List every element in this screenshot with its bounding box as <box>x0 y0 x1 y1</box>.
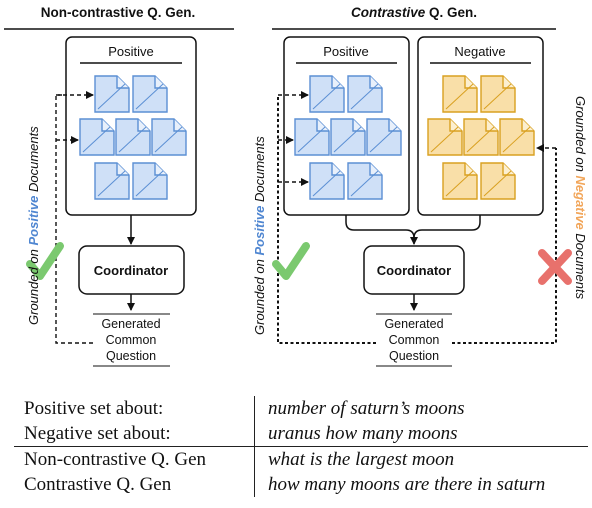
noncontrastive-side-label: Grounded on Positive Documents <box>26 126 41 325</box>
contrastive-negative-grounding-path <box>452 148 557 344</box>
contrastive-coordinator-label: Coordinator <box>377 263 451 278</box>
table-row-key: Negative set about: <box>24 423 171 444</box>
contrastive-output-line: Question <box>389 349 439 363</box>
table-row-key: Positive set about: <box>24 398 164 419</box>
check-mark-icon <box>26 242 64 280</box>
contrastive-output-line: Generated <box>384 317 443 331</box>
table-row: Positive set about: number of saturn’s m… <box>14 396 588 421</box>
example-table: Positive set about: number of saturn’s m… <box>14 396 588 497</box>
diagram-canvas: Non-contrastive Q. Gen. Positive Coordin… <box>4 5 588 367</box>
table-row: Contrastive Q. Gen how many moons are th… <box>14 472 588 497</box>
contrastive-title: Contrastive Q. Gen. <box>351 5 477 20</box>
noncontrastive-output-line: Question <box>106 349 156 363</box>
table-row: Non-contrastive Q. Gen what is the large… <box>14 446 588 472</box>
contrastive-merge-bracket <box>345 215 481 239</box>
contrastive-negative-label: Negative <box>454 44 505 59</box>
table-row-value: how many moons are there in saturn <box>254 472 588 497</box>
contrastive-output-line: Common <box>389 333 440 347</box>
table-row-key: Non-contrastive Q. Gen <box>14 446 255 472</box>
table-row-value: number of saturn’s moons <box>254 396 588 421</box>
table-row-value: what is the largest moon <box>254 446 588 472</box>
contrastive-right-side-label: Grounded on Negative Documents <box>573 96 588 300</box>
table-row-value: uranus how many moons <box>254 421 588 447</box>
table-row-key: Contrastive Q. Gen <box>24 474 172 495</box>
contrastive-positive-label: Positive <box>323 44 369 59</box>
noncontrastive-coordinator-label: Coordinator <box>94 263 168 278</box>
table-row: Negative set about: uranus how many moon… <box>14 421 588 447</box>
cross-mark-icon <box>538 249 572 285</box>
check-mark-icon <box>272 242 310 280</box>
noncontrastive-output-line: Common <box>106 333 157 347</box>
contrastive-left-side-label: Grounded on Positive Documents <box>252 136 267 335</box>
noncontrastive-output-line: Generated <box>101 317 160 331</box>
noncontrastive-positive-label: Positive <box>108 44 154 59</box>
noncontrastive-title: Non-contrastive Q. Gen. <box>41 5 196 20</box>
